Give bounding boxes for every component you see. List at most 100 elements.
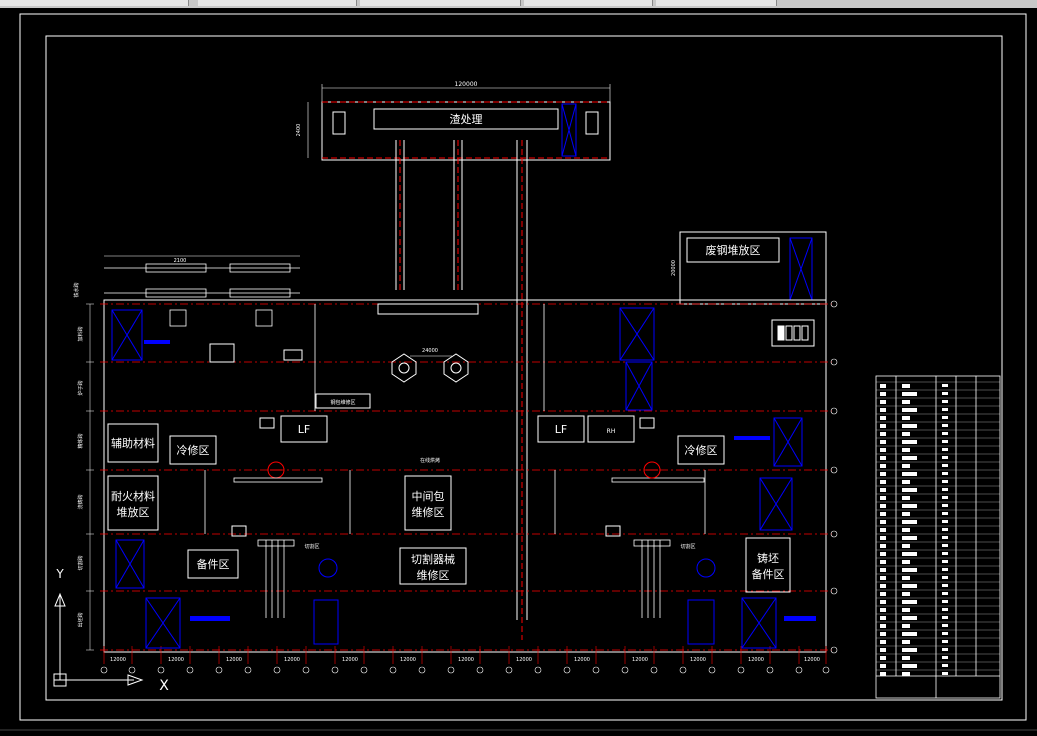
ucs-x-label: X: [159, 678, 169, 694]
slag-title-box: [373, 108, 559, 130]
bay-dims: 12000 12000 12000 12000 12000 12000 1200…: [110, 657, 820, 663]
toolbar-segment[interactable]: [360, 0, 521, 6]
table-cell-mark: [902, 632, 917, 636]
toolbar-segment[interactable]: [0, 0, 189, 6]
charging-platform: [377, 303, 479, 315]
table-cell-mark: [902, 608, 910, 612]
scrap-building: 废钢堆放区 20000: [671, 231, 827, 305]
slag-building: 120000 2400 渣处理: [296, 81, 611, 161]
table-cell-mark: [942, 536, 948, 539]
ucs-y-label: Y: [55, 567, 64, 581]
table-cell-mark: [880, 512, 886, 516]
table-cell-mark: [902, 480, 910, 484]
table-cell-mark: [902, 432, 910, 436]
svg-text:12000: 12000: [284, 657, 300, 663]
svg-text:12000: 12000: [748, 657, 764, 663]
table-cell-mark: [942, 632, 948, 635]
svg-text:精炼跨: 精炼跨: [77, 433, 84, 448]
table-cell-mark: [942, 472, 948, 475]
table-cell-mark: [902, 400, 910, 404]
table-cell-mark: [880, 560, 886, 564]
table-cell-mark: [902, 440, 917, 444]
svg-text:切割跨: 切割跨: [77, 555, 84, 570]
table-cell-mark: [902, 568, 917, 572]
outer-frame: [19, 13, 1027, 721]
zone-cutter-1: 切割器械: [411, 552, 455, 566]
table-cell-mark: [880, 408, 886, 412]
zone-lf-right: LF: [555, 423, 567, 436]
zone-cutter-2: 维修区: [417, 568, 450, 582]
zone-cold-right: 冷修区: [685, 443, 718, 457]
table-cell-mark: [880, 608, 886, 612]
table-cell-mark: [942, 584, 948, 587]
ucs-icon: [53, 592, 144, 687]
transfer-lines: [395, 140, 528, 620]
table-cell-mark: [942, 408, 948, 411]
column-axis-ticks: [103, 646, 827, 664]
table-cell-mark: [880, 672, 886, 676]
cad-drawing-canvas[interactable]: 120000 2400 渣处理 废钢堆放区 20000: [0, 8, 1037, 732]
table-cell-mark: [902, 464, 910, 468]
table-cell-mark: [880, 440, 886, 444]
small-legend: [771, 319, 815, 347]
column-bubbles: [100, 666, 830, 674]
table-cell-mark: [880, 472, 886, 476]
svg-text:出坯跨: 出坯跨: [77, 612, 84, 627]
table-cell-mark: [880, 392, 886, 396]
svg-text:12000: 12000: [342, 657, 358, 663]
zone-cold-left: 冷修区: [177, 443, 210, 457]
table-cell-mark: [942, 384, 948, 387]
table-cell-mark: [942, 432, 948, 435]
table-cell-mark: [880, 648, 886, 652]
svg-text:12000: 12000: [168, 657, 184, 663]
svg-text:铁水跨: 铁水跨: [73, 282, 80, 297]
zone-spare: 备件区: [197, 557, 230, 571]
table-cell-mark: [942, 576, 948, 579]
table-cell-mark: [902, 520, 917, 524]
toolbar-segment[interactable]: [656, 0, 777, 6]
table-cell-mark: [902, 448, 910, 452]
inner-frame: [45, 35, 1003, 701]
toolbar-segment[interactable]: [524, 0, 653, 6]
svg-text:12000: 12000: [226, 657, 242, 663]
zone-refractory-2: 堆放区: [117, 505, 150, 519]
table-cell-mark: [902, 648, 917, 652]
table-cell-mark: [942, 544, 948, 547]
table-cell-mark: [880, 584, 886, 588]
equipment-blue-bars: [144, 340, 816, 621]
table-cell-mark: [942, 656, 948, 659]
table-cell-mark: [942, 496, 948, 499]
table-cell-mark: [942, 448, 948, 451]
table-cell-mark: [902, 600, 917, 604]
table-cell-mark: [942, 520, 948, 523]
table-cell-mark: [942, 416, 948, 419]
toolbar-segment[interactable]: [198, 0, 357, 6]
drawing-svg: 120000 2400 渣处理 废钢堆放区 20000: [0, 13, 1037, 731]
table-cell-mark: [902, 656, 910, 660]
dim-20000-scrap: 20000: [671, 260, 677, 276]
table-cell-mark: [942, 400, 948, 403]
table-cell-mark: [880, 416, 886, 420]
svg-text:12000: 12000: [458, 657, 474, 663]
svg-text:2100: 2100: [174, 258, 187, 264]
table-cell-mark: [902, 536, 917, 540]
small-white-boxes: [231, 349, 655, 537]
table-cell-mark: [880, 632, 886, 636]
left-dim-label: 2400: [296, 124, 302, 137]
table-cell-mark: [902, 408, 917, 412]
converters: [391, 353, 469, 383]
table-cell-mark: [942, 608, 948, 611]
table-cell-mark: [902, 560, 910, 564]
slag-title: 渣处理: [450, 112, 483, 126]
table-cell-mark: [902, 496, 910, 500]
table-cell-mark: [942, 624, 948, 627]
zone-ladle-repair: 钢包维修区: [330, 399, 355, 406]
table-cell-mark: [902, 424, 917, 428]
title-block-rows: [876, 381, 1000, 676]
table-cell-mark: [880, 384, 886, 388]
title-block-table: [875, 375, 1001, 699]
svg-text:加料跨: 加料跨: [77, 326, 84, 341]
table-cell-mark: [902, 488, 917, 492]
table-cell-mark: [942, 456, 948, 459]
table-cell-mark: [880, 480, 886, 484]
